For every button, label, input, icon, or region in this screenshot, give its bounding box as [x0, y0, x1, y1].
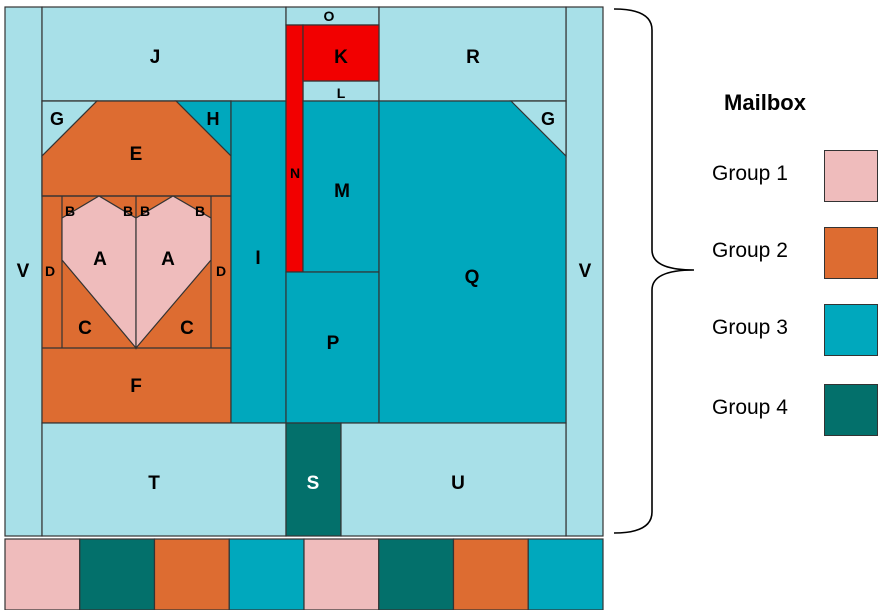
label-b1: B: [65, 203, 75, 219]
label-r: R: [466, 47, 480, 68]
border-strip-cell: [452, 538, 529, 610]
bracket-brace: [613, 8, 695, 534]
border-strip-cell: [79, 538, 156, 610]
piece-s: [285, 422, 342, 537]
label-v-right: V: [579, 261, 592, 282]
piece-r: [378, 6, 567, 102]
border-strip-cell: [527, 538, 604, 610]
legend-swatch: [824, 304, 878, 356]
legend-label: Group 1: [712, 162, 788, 185]
border-strip: [4, 538, 604, 610]
legend-swatch: [824, 384, 878, 436]
piece-m: [302, 100, 380, 273]
legend-title: Mailbox: [724, 90, 806, 115]
border-strip-cell: [4, 538, 81, 610]
label-m: M: [334, 181, 350, 202]
label-b4: B: [195, 203, 205, 219]
legend-item-group-3: Group 3: [700, 304, 882, 358]
label-u: U: [451, 473, 465, 494]
label-n: N: [290, 165, 300, 181]
piece-a-right: [135, 195, 212, 350]
label-g-right: G: [541, 109, 555, 129]
label-q: Q: [465, 267, 480, 288]
label-t: T: [148, 473, 160, 494]
piece-u: [340, 422, 567, 537]
border-strip-cell: [378, 538, 455, 610]
border-strip-cell: [153, 538, 230, 610]
piece-t: [41, 422, 287, 537]
piece-q: [378, 100, 567, 424]
label-j: J: [150, 47, 161, 68]
label-g-left: G: [50, 109, 64, 129]
label-l: L: [337, 85, 346, 101]
label-b2: B: [123, 203, 133, 219]
piece-i: [230, 100, 287, 424]
border-strip-cell: [228, 538, 305, 610]
label-c-right: C: [180, 318, 194, 339]
legend-label: Group 2: [712, 239, 788, 262]
legend-label: Group 4: [712, 396, 788, 419]
label-v-left: V: [17, 261, 30, 282]
legend-item-group-1: Group 1: [700, 150, 882, 204]
piece-v-left: [4, 6, 43, 537]
piece-n: [285, 24, 304, 273]
legend-item-group-2: Group 2: [700, 227, 882, 281]
label-d-right: D: [216, 263, 226, 279]
legend-item-group-4: Group 4: [700, 384, 882, 438]
legend-swatch: [824, 150, 878, 202]
label-i: I: [255, 248, 260, 269]
label-b3: B: [140, 203, 150, 219]
label-c-left: C: [78, 318, 92, 339]
piece-g-right: [509, 100, 567, 158]
label-f: F: [130, 376, 142, 397]
piece-k: [302, 24, 380, 82]
border-strip-cell: [303, 538, 380, 610]
piece-j: [41, 6, 287, 102]
piece-v-right: [565, 6, 604, 537]
label-p: P: [327, 333, 340, 354]
label-s: S: [307, 473, 320, 494]
label-d-left: D: [45, 263, 55, 279]
legend-swatch: [824, 227, 878, 279]
label-a-left: A: [93, 249, 107, 270]
legend-label: Group 3: [712, 316, 788, 339]
piece-p: [285, 271, 380, 424]
label-h: H: [207, 109, 220, 129]
label-e: E: [130, 144, 143, 165]
label-k: K: [334, 47, 348, 68]
label-o: O: [324, 8, 335, 24]
label-a-right: A: [161, 249, 175, 270]
